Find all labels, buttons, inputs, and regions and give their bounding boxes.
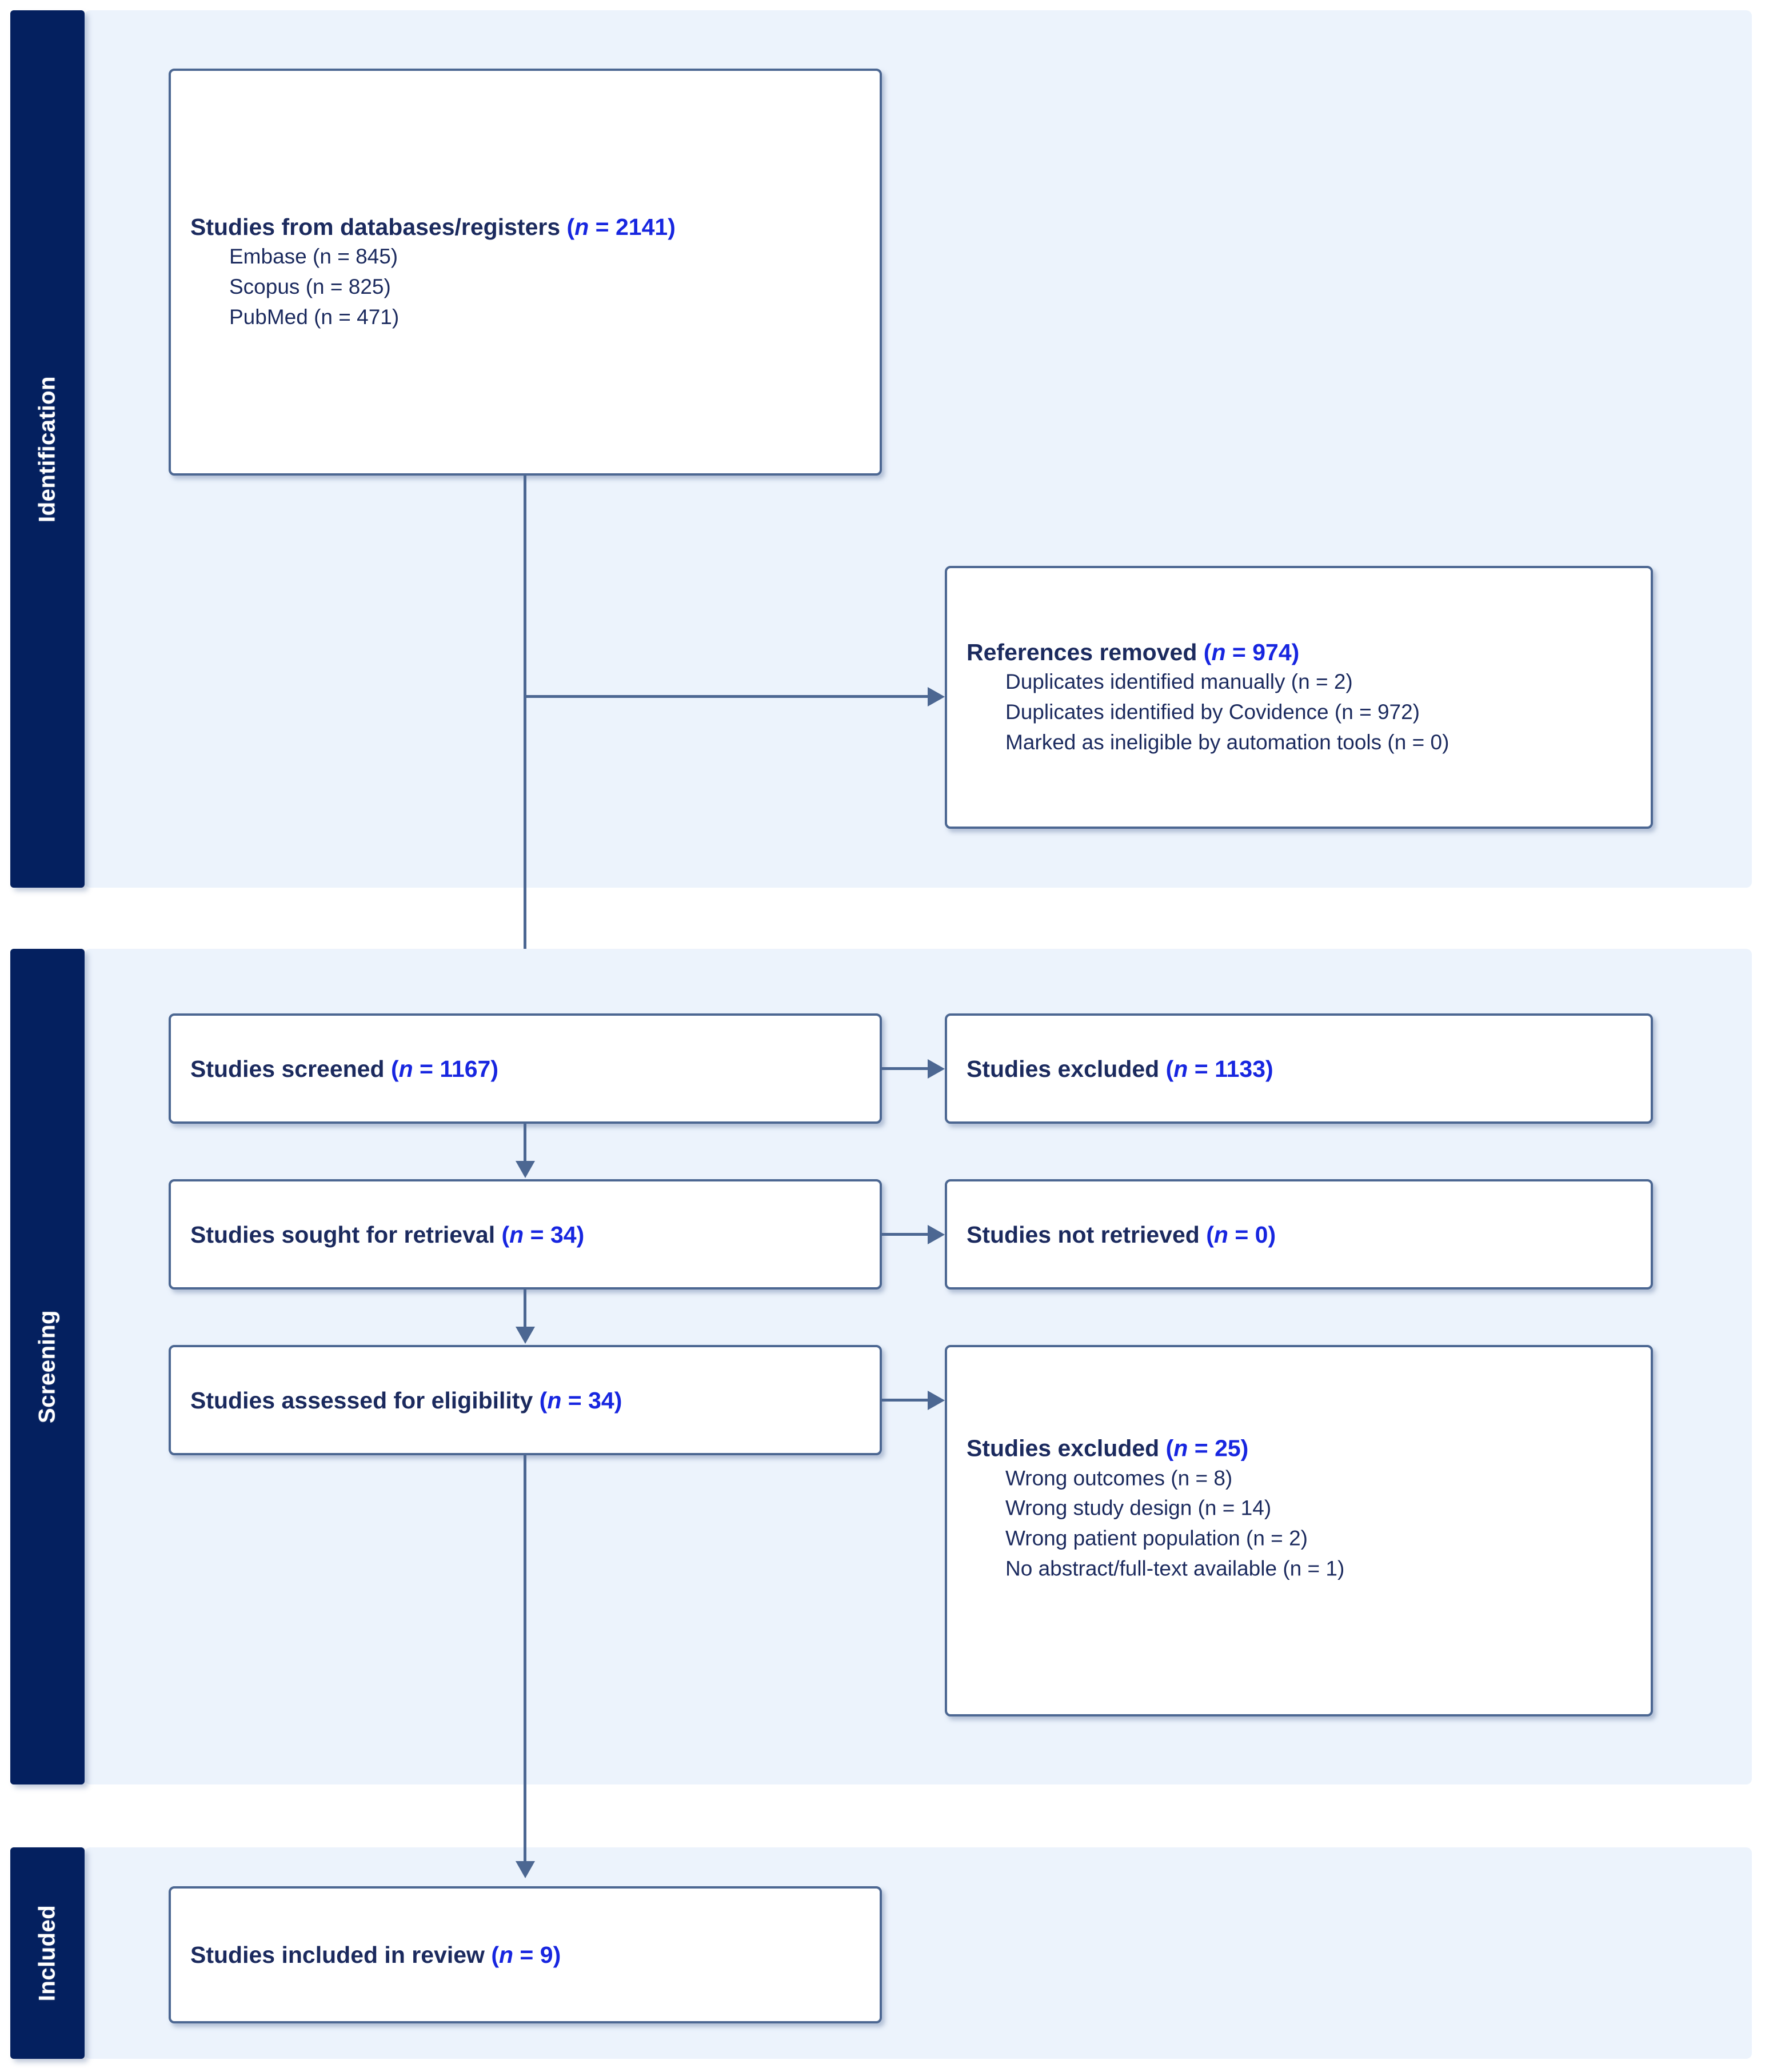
box-studies-included-review: Studies included in review (n = 9) — [169, 1886, 882, 2023]
stage-label-screening-text: Screening — [34, 1310, 60, 1423]
box-studies-assessed-eligibility: Studies assessed for eligibility (n = 34… — [169, 1345, 882, 1455]
box-studies-not-retrieved-title: Studies not retrieved — [967, 1221, 1200, 1248]
box-studies-included-review-content: Studies included in review (n = 9) — [171, 1940, 880, 1970]
box-references-removed-item: Duplicates identified by Covidence (n = … — [1005, 700, 1420, 724]
box-studies-excluded-screening: Studies excluded (n = 1133) — [945, 1013, 1653, 1124]
box-studies-included-review-title: Studies included in review — [190, 1941, 485, 1968]
stage-label-identification: Identification — [10, 10, 85, 888]
box-databases-registers-count: (n = 2141) — [566, 213, 676, 240]
connector-screened-to-excluded — [882, 1067, 930, 1070]
box-studies-not-retrieved: Studies not retrieved (n = 0) — [945, 1179, 1653, 1289]
box-studies-excluded-eligibility-count: (n = 25) — [1165, 1435, 1249, 1462]
box-studies-excluded-screening-count: (n = 1133) — [1165, 1055, 1273, 1082]
box-studies-not-retrieved-count: (n = 0) — [1206, 1221, 1276, 1248]
arrow-screened-to-excluded-icon — [928, 1059, 945, 1079]
box-references-removed-title: References removed — [967, 638, 1197, 665]
box-studies-sought-retrieval: Studies sought for retrieval (n = 34) — [169, 1179, 882, 1289]
box-databases-registers: Studies from databases/registers (n = 21… — [169, 69, 882, 476]
box-studies-sought-retrieval-title: Studies sought for retrieval — [190, 1221, 496, 1248]
box-studies-screened-count: (n = 1167) — [390, 1055, 498, 1082]
connector-sought-to-assessed — [524, 1289, 526, 1328]
box-references-removed: References removed (n = 974) Duplicates … — [945, 566, 1653, 829]
box-studies-screened-header: Studies screened (n = 1167) — [190, 1053, 860, 1083]
box-studies-excluded-eligibility: Studies excluded (n = 25) Wrong outcomes… — [945, 1345, 1653, 1716]
box-studies-excluded-screening-title: Studies excluded — [967, 1055, 1160, 1082]
box-studies-screened-title: Studies screened — [190, 1055, 385, 1082]
box-studies-not-retrieved-content: Studies not retrieved (n = 0) — [947, 1219, 1651, 1249]
box-references-removed-item: Duplicates identified manually (n = 2) — [1005, 670, 1353, 694]
box-references-removed-count: (n = 974) — [1203, 638, 1300, 665]
connector-to-references-removed — [524, 695, 929, 698]
arrow-assessed-to-excluded-icon — [928, 1391, 945, 1410]
box-studies-excluded-item: Wrong outcomes (n = 8) — [1005, 1466, 1233, 1490]
box-studies-sought-retrieval-header: Studies sought for retrieval (n = 34) — [190, 1219, 860, 1249]
box-references-removed-content: References removed (n = 974) Duplicates … — [947, 637, 1651, 757]
arrow-sought-to-assessed-icon — [516, 1327, 535, 1344]
connector-screened-to-sought — [524, 1124, 526, 1162]
box-studies-excluded-item: Wrong study design (n = 14) — [1005, 1496, 1272, 1520]
box-studies-included-review-count: (n = 9) — [491, 1941, 561, 1968]
box-databases-registers-header: Studies from databases/registers (n = 21… — [190, 212, 860, 242]
box-studies-excluded-screening-header: Studies excluded (n = 1133) — [967, 1053, 1631, 1083]
box-references-removed-item: Marked as ineligible by automation tools… — [1005, 730, 1449, 754]
box-databases-registers-title: Studies from databases/registers — [190, 213, 561, 240]
box-studies-screened-content: Studies screened (n = 1167) — [171, 1053, 880, 1083]
connector-sought-to-not-retrieved — [882, 1233, 930, 1236]
arrow-sought-to-not-retrieved-icon — [928, 1225, 945, 1244]
box-studies-sought-retrieval-content: Studies sought for retrieval (n = 34) — [171, 1219, 880, 1249]
box-studies-sought-retrieval-count: (n = 34) — [501, 1221, 585, 1248]
box-databases-item: Embase (n = 845) — [229, 245, 398, 269]
box-studies-assessed-eligibility-title: Studies assessed for eligibility — [190, 1387, 533, 1414]
box-studies-excluded-eligibility-header: Studies excluded (n = 25) — [967, 1434, 1631, 1463]
box-studies-excluded-item: No abstract/full-text available (n = 1) — [1005, 1556, 1345, 1580]
box-studies-assessed-eligibility-header: Studies assessed for eligibility (n = 34… — [190, 1385, 860, 1415]
arrow-to-references-removed-icon — [928, 687, 945, 706]
box-studies-excluded-screening-content: Studies excluded (n = 1133) — [947, 1053, 1651, 1083]
box-references-removed-header: References removed (n = 974) — [967, 637, 1631, 667]
arrow-screened-to-sought-icon — [516, 1161, 535, 1178]
box-databases-item: Scopus (n = 825) — [229, 274, 391, 298]
box-studies-included-review-header: Studies included in review (n = 9) — [190, 1940, 860, 1970]
connector-assessed-to-included — [524, 1455, 526, 1862]
arrow-assessed-to-included-icon — [516, 1861, 535, 1878]
box-studies-not-retrieved-header: Studies not retrieved (n = 0) — [967, 1219, 1631, 1249]
box-studies-excluded-eligibility-content: Studies excluded (n = 25) Wrong outcomes… — [947, 1434, 1651, 1584]
box-studies-screened: Studies screened (n = 1167) — [169, 1013, 882, 1124]
stage-label-included-text: Included — [34, 1905, 60, 2002]
connector-databases-to-screened — [524, 476, 526, 990]
box-studies-excluded-item: Wrong patient population (n = 2) — [1005, 1526, 1308, 1550]
stage-label-screening: Screening — [10, 949, 85, 1784]
box-studies-excluded-eligibility-title: Studies excluded — [967, 1435, 1160, 1462]
box-databases-item: PubMed (n = 471) — [229, 305, 400, 329]
stage-label-identification-text: Identification — [34, 376, 60, 522]
connector-assessed-to-excluded — [882, 1399, 930, 1402]
stage-label-included: Included — [10, 1847, 85, 2059]
box-studies-assessed-eligibility-count: (n = 34) — [539, 1387, 622, 1414]
box-databases-registers-content: Studies from databases/registers (n = 21… — [171, 212, 880, 332]
box-studies-assessed-eligibility-content: Studies assessed for eligibility (n = 34… — [171, 1385, 880, 1415]
